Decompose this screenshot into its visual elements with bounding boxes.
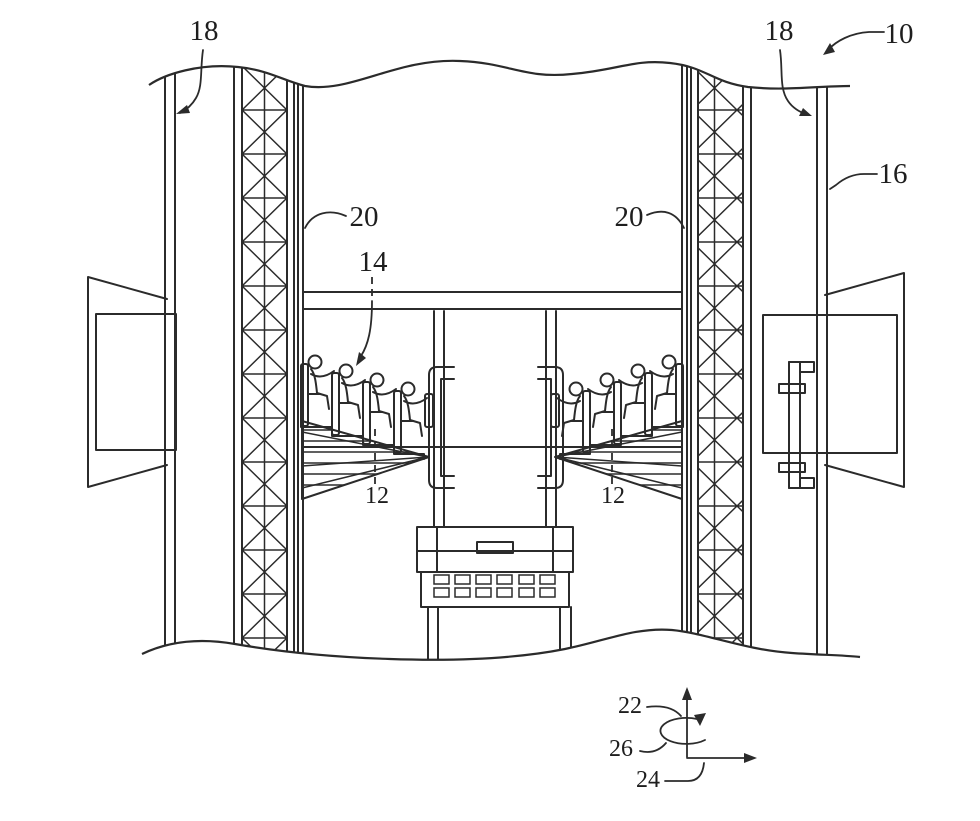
- right-truss-chords: [690, 59, 752, 663]
- ref-label-10: 10: [885, 18, 914, 50]
- break-lines: [141, 0, 861, 821]
- ref-label-20-left: 20: [350, 201, 379, 233]
- reference-labels: 18 18 10 16 20 20 14 12 12: [176, 15, 914, 509]
- right-tower-truss: [681, 59, 752, 663]
- base-legs: [427, 606, 572, 663]
- leader-16: [829, 173, 878, 190]
- left-truss-lattice: [242, 60, 287, 662]
- crossbeam: [302, 291, 683, 310]
- arrowhead-18-left: [176, 105, 190, 114]
- ref-label-20-right: 20: [615, 201, 644, 233]
- left-wall: [87, 59, 177, 663]
- leader-20-right: [646, 210, 685, 229]
- arrowhead-18-right: [799, 108, 812, 116]
- left-wall-wing: [87, 276, 168, 488]
- latch-hooks: [788, 361, 815, 489]
- left-tower-truss: [233, 59, 304, 663]
- right-truss-lattice: [698, 60, 743, 662]
- leader-22: [646, 705, 682, 717]
- right-wall: [762, 59, 905, 663]
- left-guide-rail: [297, 59, 304, 663]
- ride-vehicle-right: [551, 356, 686, 500]
- coordinate-axes: 22 26 24: [609, 687, 757, 793]
- ref-label-24: 24: [636, 767, 660, 793]
- ref-label-14: 14: [359, 246, 389, 278]
- left-wall-lines: [164, 59, 176, 663]
- rotation-arrowhead: [694, 713, 706, 726]
- ride-vehicle-left: [298, 356, 433, 500]
- carriage-bracket-right: [537, 366, 564, 489]
- ref-label-18-left: 18: [190, 15, 219, 47]
- base-slot: [476, 541, 514, 554]
- latch-tab-top: [778, 383, 806, 394]
- leader-20-left: [304, 211, 347, 229]
- ref-label-22: 22: [618, 693, 642, 719]
- right-wall-wing: [824, 272, 905, 488]
- right-wall-opening: [762, 314, 898, 454]
- leader-14-arrow: [360, 300, 373, 357]
- base-unit: [416, 526, 574, 663]
- left-truss-chords: [233, 59, 295, 663]
- left-wall-opening: [95, 313, 177, 451]
- door-latch: [778, 361, 815, 489]
- ref-label-26: 26: [609, 736, 633, 762]
- bottom-break-line: [141, 628, 861, 661]
- base-vents: [433, 574, 556, 598]
- horizontal-axis-arrowhead: [744, 753, 757, 763]
- arrowhead-10: [823, 43, 835, 55]
- ref-label-18-right: 18: [765, 15, 794, 47]
- right-wall-lines: [816, 59, 828, 663]
- arrowhead-14: [356, 352, 366, 366]
- right-guide-rail: [681, 59, 688, 663]
- rotation-arrow-curl: [659, 717, 706, 745]
- leader-26: [639, 742, 667, 753]
- ref-label-12-right: 12: [601, 483, 625, 509]
- top-break-line: [148, 59, 851, 90]
- vertical-axis-arrowhead: [682, 687, 692, 700]
- latch-rod: [788, 361, 801, 489]
- base-upper-box: [416, 526, 574, 573]
- center-posts: [433, 310, 557, 528]
- base-vent-box: [420, 571, 570, 608]
- carriage-brackets: [428, 366, 564, 489]
- ref-label-16: 16: [879, 158, 908, 190]
- leader-18-right: [779, 49, 809, 116]
- leader-24: [664, 762, 705, 782]
- latch-tab-bottom: [778, 462, 806, 473]
- ref-label-12-left: 12: [365, 483, 389, 509]
